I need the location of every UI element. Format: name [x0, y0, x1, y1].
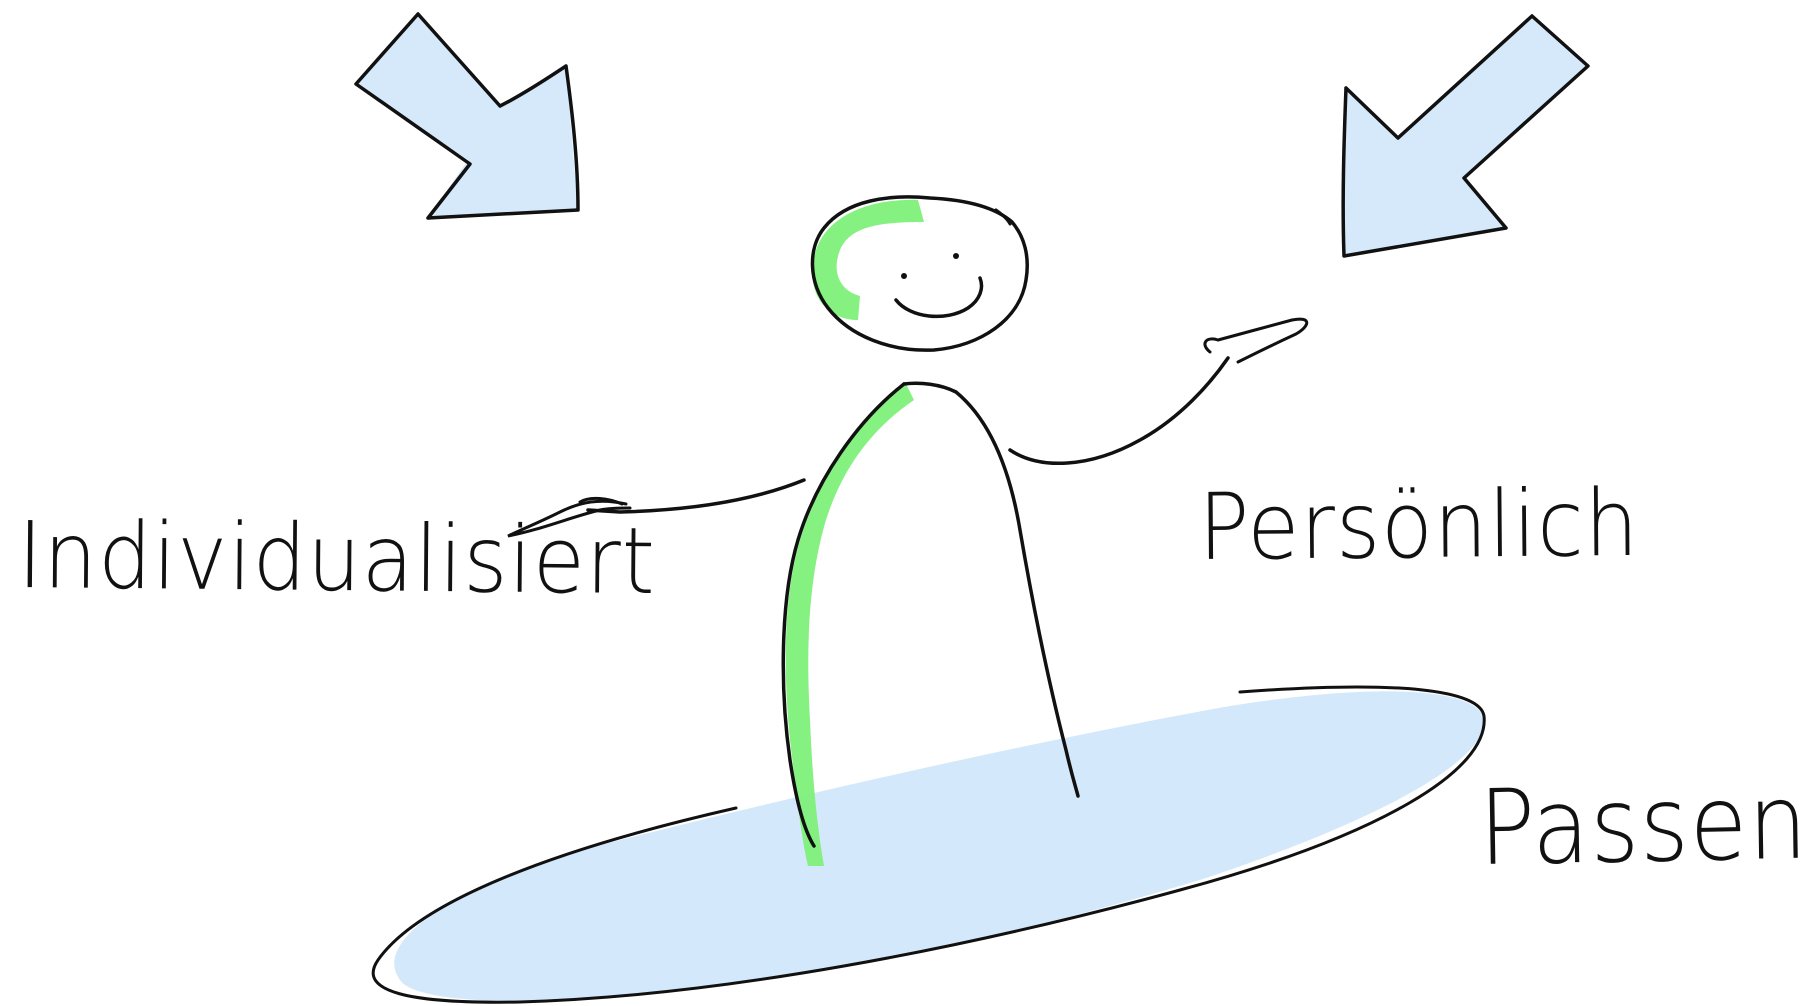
label-passend: Passend — [1478, 768, 1800, 880]
label-individualisiert: Individualisiert — [17, 510, 656, 608]
arrow-down-right-icon — [356, 14, 578, 218]
surfboard-ellipse-icon — [373, 687, 1484, 1002]
label-persoenlich: Persönlich — [1198, 478, 1640, 574]
arrow-down-left-icon — [1343, 16, 1588, 256]
